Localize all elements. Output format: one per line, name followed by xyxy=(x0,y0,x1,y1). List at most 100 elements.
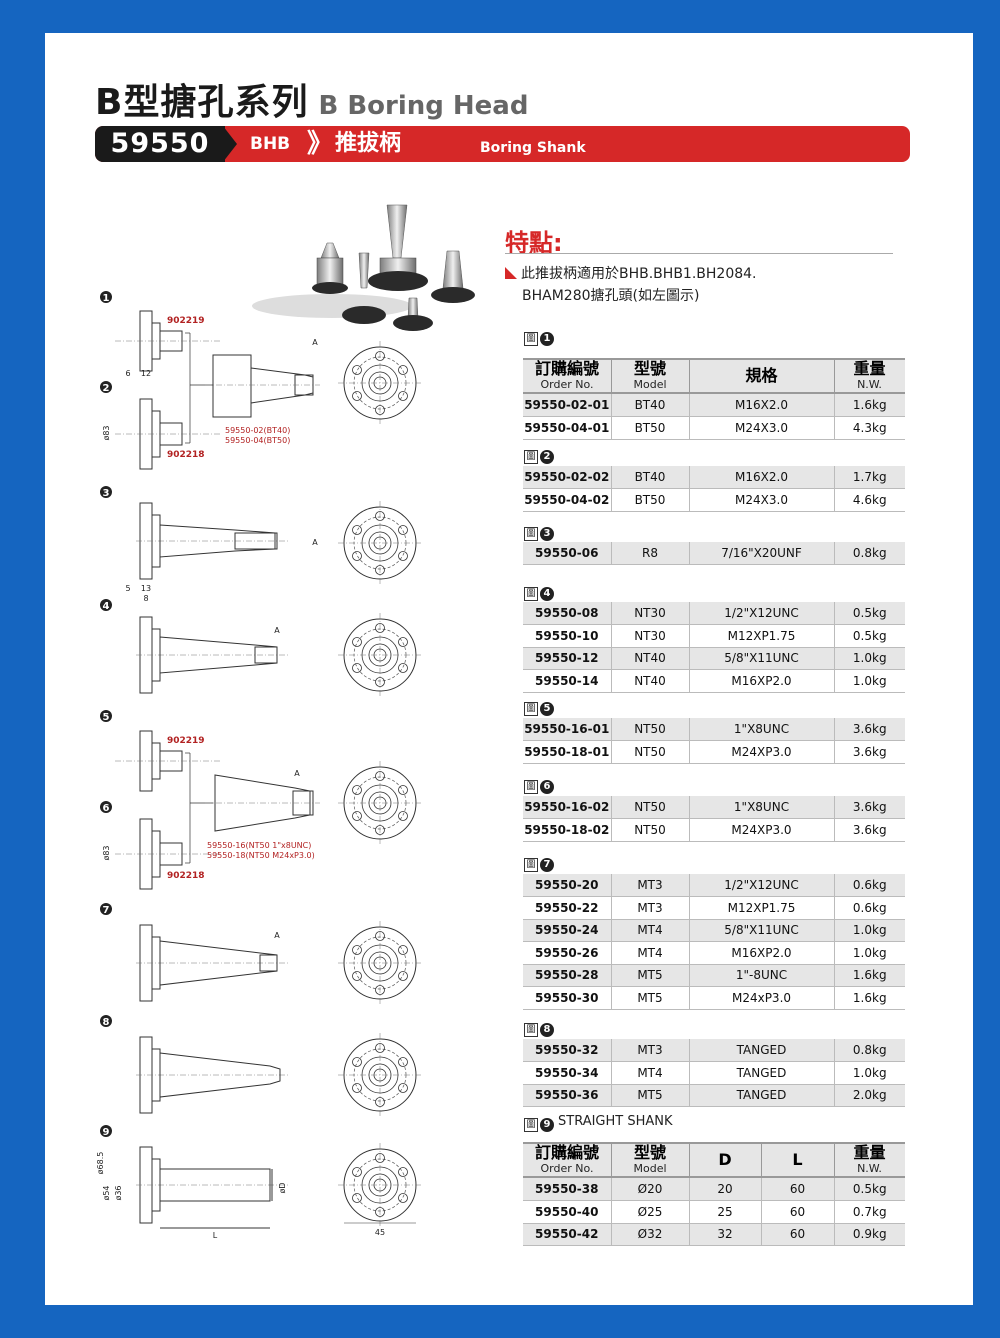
connector-lines-fig1-2 xyxy=(185,332,213,444)
note-bt40: 59550-02(BT40) xyxy=(225,426,290,435)
side-view-fig3 xyxy=(135,502,291,580)
bullet-triangle-icon xyxy=(505,267,517,279)
dim-13-fig3: 13 xyxy=(141,584,151,593)
dim-12-fig1: 12 xyxy=(141,369,151,378)
front-view-fig8 xyxy=(337,1032,423,1118)
product-photo xyxy=(252,204,475,331)
chevron-right-icon: 》 xyxy=(307,129,334,159)
front-view-fig4 xyxy=(337,612,423,698)
part-number-902218-top: 902218 xyxy=(167,450,205,460)
series-label: BHB xyxy=(250,134,291,154)
part-number-902218-bottom: 902218 xyxy=(167,871,205,881)
dim-5-fig3: 5 xyxy=(125,584,130,593)
fig-num-7: 7 xyxy=(103,905,110,916)
drawing-fig1 xyxy=(115,310,220,372)
title-chinese: B型搪孔系列 xyxy=(95,82,309,123)
figure-numbers: 1 2 3 4 5 6 7 8 9 xyxy=(100,291,112,1138)
front-view-fig9 xyxy=(337,1142,423,1228)
drawing-fig6 xyxy=(115,818,220,890)
dim-8-fig3: 8 xyxy=(143,594,148,603)
product-banner: 59550 BHB 》 推拔柄 Boring Shank xyxy=(95,126,910,162)
dim-83-fig6: ø83 xyxy=(102,845,111,860)
fig-num-6: 6 xyxy=(103,803,110,814)
front-view-fig3 xyxy=(337,500,423,586)
drawing-bt-shank xyxy=(205,354,320,418)
dim-54-fig9: ø54 xyxy=(102,1185,111,1200)
features-line-1: 此推拔柄適用於BHB.BHB1.BH2084. xyxy=(521,266,757,282)
features-line-2: BHAM280搪孔頭(如左圖示) xyxy=(522,288,700,304)
side-view-fig8 xyxy=(135,1036,291,1114)
front-view-fig1 xyxy=(337,340,423,426)
dim-45: 45 xyxy=(375,1228,385,1237)
front-view-fig5 xyxy=(337,760,423,846)
features-title: 特點: xyxy=(505,229,563,257)
part-number-902219-top: 902219 xyxy=(167,316,205,326)
front-view-fig7 xyxy=(337,920,423,1006)
side-view-fig7 xyxy=(135,924,291,1002)
dim-68-5-fig9: ø68.5 xyxy=(96,1152,105,1175)
features-divider xyxy=(505,253,893,254)
banner-arrow-icon xyxy=(223,126,237,162)
dim-6-fig1: 6 xyxy=(125,369,130,378)
note-bt50: 59550-04(BT50) xyxy=(225,436,290,445)
dim-36-fig9: ø36 xyxy=(114,1185,123,1200)
drawing-nt-shank xyxy=(205,774,320,832)
mark-a-fig5: A xyxy=(294,769,300,778)
drawing-fig5 xyxy=(115,730,220,792)
fig-num-2: 2 xyxy=(103,383,110,394)
side-view-fig9 xyxy=(135,1146,291,1224)
drawing-fig2 xyxy=(115,398,220,470)
product-name-english: Boring Shank xyxy=(480,140,586,156)
note-nt50-m24: 59550-18(NT50 M24xP3.0) xyxy=(207,851,315,860)
fig-num-4: 4 xyxy=(103,601,110,612)
dim-83-fig2: ø83 xyxy=(102,425,111,440)
dim-l: L xyxy=(213,1231,218,1240)
part-number-902219-bottom: 902219 xyxy=(167,736,205,746)
mark-a-fig3: A xyxy=(312,538,318,547)
mark-a-fig7: A xyxy=(274,931,280,940)
fig-num-3: 3 xyxy=(103,488,110,499)
note-nt50-unc: 59550-16(NT50 1"x8UNC) xyxy=(207,841,311,850)
dim-d: øD xyxy=(278,1182,287,1193)
fig-num-1: 1 xyxy=(103,293,110,304)
